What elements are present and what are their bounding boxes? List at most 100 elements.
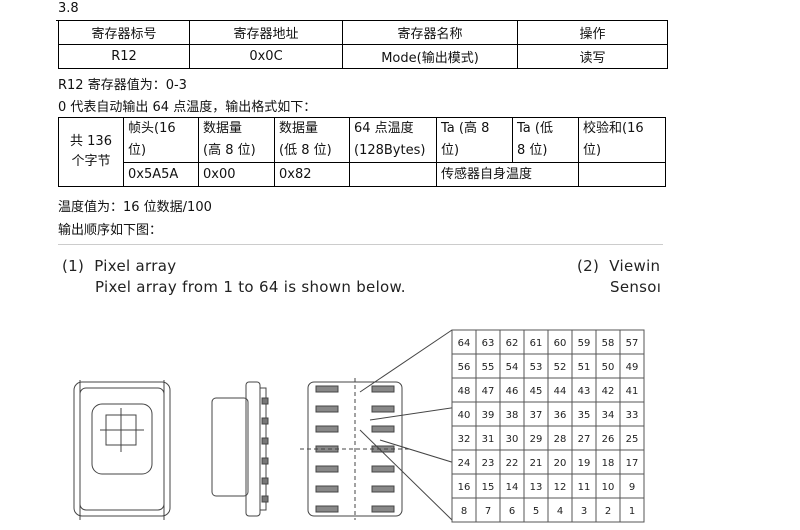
pixel-cell	[523, 377, 549, 403]
header-cell: 帧头(16 位)	[123, 117, 199, 163]
pixel-cell	[571, 497, 597, 523]
register-table: 寄存器标号 寄存器地址 寄存器名称 操作 R12 0x0C Mode(输出模式)…	[58, 20, 668, 69]
pixel-number: 23	[482, 458, 495, 469]
pixel-number: 20	[554, 458, 567, 469]
pixel-cell	[499, 497, 525, 523]
pixel-cell	[547, 473, 573, 499]
pixel-number: 38	[506, 410, 519, 421]
cell	[578, 162, 666, 187]
pixel-number: 25	[626, 434, 639, 445]
pixel-cell	[619, 425, 645, 451]
pixel-number: 57	[626, 338, 639, 349]
pixel-number: 52	[554, 362, 567, 373]
cell: Mode(输出模式)	[342, 44, 518, 69]
pixel-cell	[571, 473, 597, 499]
sensor-front-view	[73, 380, 171, 520]
cell	[349, 162, 437, 187]
pixel-cell	[523, 473, 549, 499]
pixel-cell	[571, 353, 597, 379]
table-header-row: 共 136 个字节 帧头(16 位) 数据量 (高 8 位) 数据量 (低 8 …	[58, 117, 666, 187]
pixel-number: 17	[626, 458, 639, 469]
pixel-number: 19	[578, 458, 591, 469]
pixel-number: 32	[458, 434, 471, 445]
pixel-cell	[451, 329, 477, 355]
pixel-number: 33	[626, 410, 639, 421]
pixel-number: 6	[509, 506, 515, 517]
output-format-table: 共 136 个字节 帧头(16 位) 数据量 (高 8 位) 数据量 (低 8 …	[58, 117, 666, 187]
pixel-cell	[547, 377, 573, 403]
pixel-number: 64	[458, 338, 471, 349]
pixel-cell	[619, 401, 645, 427]
pixel-number: 4	[557, 506, 563, 517]
section-number: 3.8	[58, 1, 79, 16]
pixel-cell	[499, 401, 525, 427]
pixel-number: 42	[602, 386, 615, 397]
pixel-cell	[475, 353, 501, 379]
header-cell: 操作	[517, 20, 668, 45]
pixel-cell	[595, 473, 621, 499]
pixel-number: 56	[458, 362, 471, 373]
pixel-number: 29	[530, 434, 543, 445]
pixel-number: 3	[581, 506, 587, 517]
pixel-number: 34	[602, 410, 615, 421]
header-cell: 寄存器标号	[58, 20, 190, 45]
pixel-number: 37	[530, 410, 543, 421]
cell: 0x5A5A	[123, 162, 199, 187]
pixel-number: 54	[506, 362, 519, 373]
cell: 0x82	[274, 162, 350, 187]
table-header-row: 寄存器标号 寄存器地址 寄存器名称 操作	[58, 20, 668, 45]
cell: 传感器自身温度	[436, 162, 579, 187]
pixel-cell	[523, 497, 549, 523]
text-line: R12 寄存器值为：0-3	[58, 78, 187, 93]
pixel-cell	[595, 497, 621, 523]
pixel-number: 7	[485, 506, 491, 517]
pixel-number: 16	[458, 482, 471, 493]
text-line: 输出顺序如下图：	[58, 223, 163, 238]
pixel-number: 40	[458, 410, 471, 421]
pixel-number: 50	[602, 362, 615, 373]
pixel-cell	[547, 449, 573, 475]
cell: 读写	[517, 44, 668, 69]
pixel-number: 26	[602, 434, 615, 445]
pixel-number: 55	[482, 362, 495, 373]
pixel-number: 10	[602, 482, 615, 493]
pixel-number: 22	[506, 458, 519, 469]
figure-caption-sensor: Sensoı	[610, 278, 662, 296]
cell: R12	[58, 44, 190, 69]
header-cell: 寄存器地址	[189, 20, 343, 45]
pixel-cell	[523, 425, 549, 451]
header-cell: 寄存器名称	[342, 20, 518, 45]
pixel-cell	[571, 449, 597, 475]
pixel-number: 14	[506, 482, 519, 493]
pixel-number: 15	[482, 482, 495, 493]
pixel-number: 30	[506, 434, 519, 445]
pixel-number: 48	[458, 386, 471, 397]
pixel-number: 62	[506, 338, 519, 349]
pixel-cell	[547, 497, 573, 523]
figure-label-pixel-array: (1) Pixel array	[62, 257, 177, 275]
pixel-number: 43	[578, 386, 591, 397]
header-cell: 数据量 (低 8 位)	[274, 117, 350, 163]
pixel-cell	[547, 401, 573, 427]
text-line: 温度值为：16 位数据/100	[58, 200, 212, 215]
pixel-number: 27	[578, 434, 591, 445]
pixel-number: 36	[554, 410, 567, 421]
pixel-number: 2	[605, 506, 611, 517]
pixel-cell	[475, 497, 501, 523]
text-line: 0 代表自动输出 64 点温度，输出格式如下：	[58, 100, 317, 115]
pixel-number: 58	[602, 338, 615, 349]
sensor-side-view	[211, 381, 269, 517]
pixel-number: 39	[482, 410, 495, 421]
pixel-number: 13	[530, 482, 543, 493]
cell: 0x0C	[189, 44, 343, 69]
pixel-cell	[619, 497, 645, 523]
header-cell: Ta (高 8 位)	[436, 117, 513, 163]
pixel-number: 61	[530, 338, 543, 349]
pixel-number: 41	[626, 386, 639, 397]
pixel-cell	[499, 329, 525, 355]
pixel-number: 31	[482, 434, 495, 445]
pixel-number: 35	[578, 410, 591, 421]
pixel-number: 47	[482, 386, 495, 397]
